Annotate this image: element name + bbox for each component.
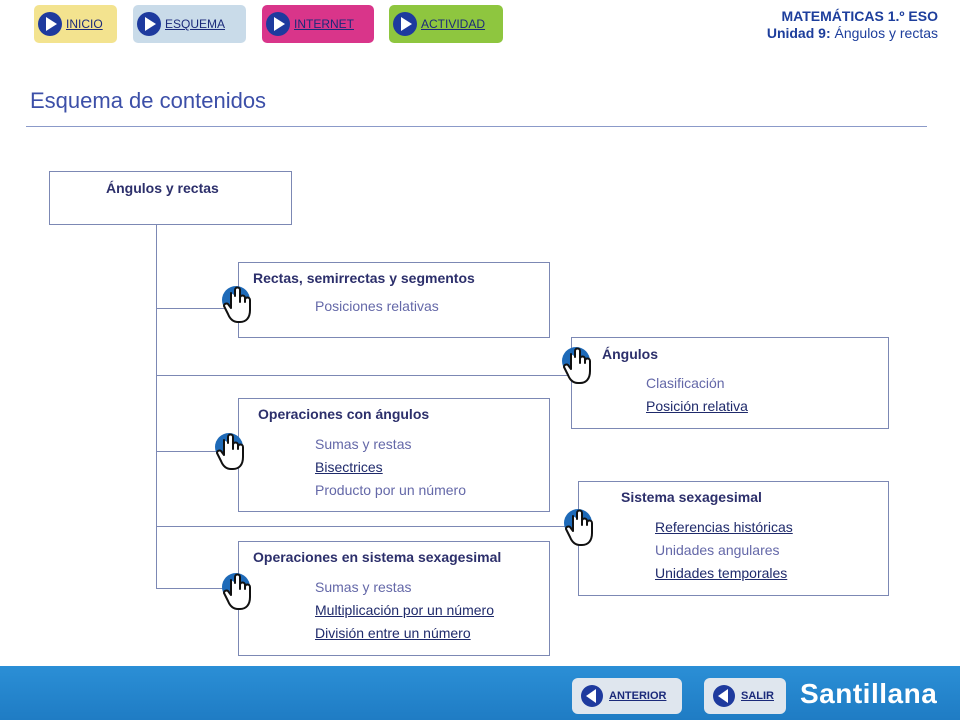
page-title: Esquema de contenidos xyxy=(30,88,267,113)
angulos-title: Ángulos xyxy=(602,346,658,362)
unit-title: Unidad 9: Ángulos y rectas xyxy=(767,25,938,41)
sistema-item: Unidades angulares xyxy=(655,542,780,558)
esquema-button[interactable]: ESQUEMA xyxy=(133,5,246,43)
branch-line-sistema xyxy=(156,526,580,527)
esquema-label: ESQUEMA xyxy=(165,17,226,31)
inicio-label: INICIO xyxy=(66,17,103,31)
rectas-title: Rectas, semirrectas y segmentos xyxy=(253,270,475,286)
operaciones-item: Producto por un número xyxy=(315,482,466,498)
root-title: Ángulos y rectas xyxy=(106,180,219,196)
hand-pointer-icon[interactable] xyxy=(220,571,260,615)
branch-line-operaciones xyxy=(156,451,240,452)
operaciones-item: Sumas y restas xyxy=(315,436,412,452)
sistema-title: Sistema sexagesimal xyxy=(621,489,762,505)
angulos-item: Clasificación xyxy=(646,375,725,391)
hand-pointer-icon[interactable] xyxy=(213,431,253,475)
hand-pointer-icon[interactable] xyxy=(220,284,260,328)
sistema-link-referencias[interactable]: Referencias históricas xyxy=(655,519,793,535)
course-title: MATEMÁTICAS 1.º ESO xyxy=(781,8,938,24)
angulos-link-posicion[interactable]: Posición relativa xyxy=(646,398,748,414)
sistema-box: Sistema sexagesimal Referencias históric… xyxy=(578,481,889,596)
play-icon xyxy=(266,12,290,36)
unit-label: Unidad 9: xyxy=(766,25,831,41)
root-box: Ángulos y rectas xyxy=(49,171,292,225)
anterior-label: ANTERIOR xyxy=(609,690,667,702)
internet-button[interactable]: INTERNET xyxy=(262,5,374,43)
branch-line-angulos xyxy=(156,375,572,376)
operaciones-sexagesimal-box: Operaciones en sistema sexagesimal Sumas… xyxy=(238,541,550,656)
salir-button[interactable]: SALIR xyxy=(704,678,786,714)
brand-logo: Santillana xyxy=(800,678,938,709)
title-divider xyxy=(26,126,927,127)
anterior-button[interactable]: ANTERIOR xyxy=(572,678,682,714)
trunk-line xyxy=(156,225,157,589)
operaciones-title: Operaciones con ángulos xyxy=(258,406,430,422)
salir-label: SALIR xyxy=(741,690,774,702)
operaciones-box: Operaciones con ángulos Sumas y restas B… xyxy=(238,398,550,512)
hand-pointer-icon[interactable] xyxy=(562,507,602,551)
internet-label: INTERNET xyxy=(294,17,354,31)
back-arrow-icon xyxy=(581,685,603,707)
rectas-item: Posiciones relativas xyxy=(315,298,439,314)
operaciones-link-bisectrices[interactable]: Bisectrices xyxy=(315,459,383,475)
operaciones-sexagesimal-link-division[interactable]: División entre un número xyxy=(315,625,471,641)
branch-line-operaciones-sexagesimal xyxy=(156,588,240,589)
sistema-link-temporales[interactable]: Unidades temporales xyxy=(655,565,788,581)
actividad-label: ACTIVIDAD xyxy=(421,17,486,31)
play-icon xyxy=(137,12,161,36)
footer-bar xyxy=(0,666,960,720)
operaciones-sexagesimal-link-multiplicacion[interactable]: Multiplicación por un número xyxy=(315,602,494,618)
angulos-box: Ángulos Clasificación Posición relativa xyxy=(571,337,889,429)
operaciones-sexagesimal-item: Sumas y restas xyxy=(315,579,412,595)
rectas-box: Rectas, semirrectas y segmentos Posicion… xyxy=(238,262,550,338)
course-header: MATEMÁTICAS 1.º ESO Unidad 9: Ángulos y … xyxy=(767,8,938,41)
unit-name: Ángulos y rectas xyxy=(834,25,939,41)
play-icon xyxy=(38,12,62,36)
actividad-button[interactable]: ACTIVIDAD xyxy=(389,5,503,43)
operaciones-sexagesimal-title: Operaciones en sistema sexagesimal xyxy=(253,549,502,565)
play-icon xyxy=(393,12,417,36)
hand-pointer-icon[interactable] xyxy=(560,345,600,389)
back-arrow-icon xyxy=(713,685,735,707)
inicio-button[interactable]: INICIO xyxy=(34,5,117,43)
branch-line-rectas xyxy=(156,308,240,309)
